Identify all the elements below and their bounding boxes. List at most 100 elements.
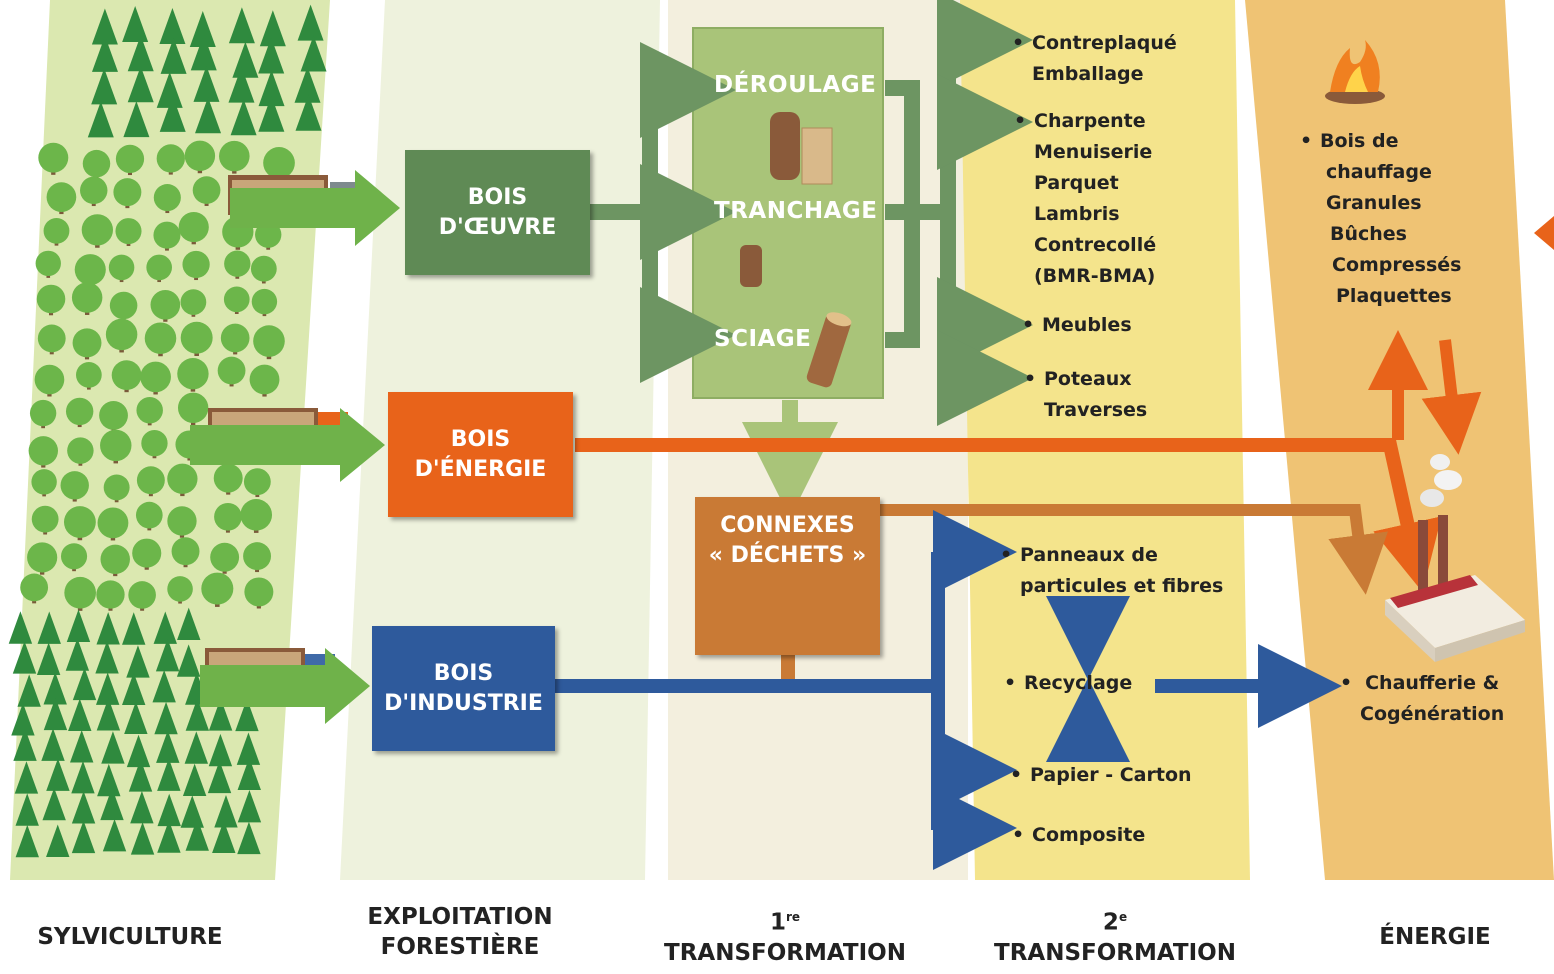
product-line: particules et fibres bbox=[1020, 575, 1224, 597]
energy-line: Compressés bbox=[1332, 254, 1462, 276]
stage-label-exploitation: EXPLOITATION FORESTIÈRE bbox=[340, 902, 580, 962]
deciduous-tree-icon bbox=[46, 182, 77, 212]
conifer-tree-icon bbox=[42, 787, 66, 821]
deciduous-tree-icon bbox=[35, 250, 61, 277]
conifer-tree-icon bbox=[123, 101, 150, 138]
box-bois-industrie: BOIS D'INDUSTRIE bbox=[372, 626, 555, 751]
conifer-tree-icon bbox=[157, 820, 181, 853]
deciduous-tree-icon bbox=[219, 140, 250, 172]
conifer-tree-icon bbox=[180, 795, 204, 828]
deciduous-tree-icon bbox=[105, 318, 138, 351]
deciduous-tree-icon bbox=[67, 437, 94, 464]
log-icon-sciage bbox=[806, 312, 852, 388]
deciduous-tree-icon bbox=[184, 140, 216, 172]
deciduous-tree-icon bbox=[141, 430, 168, 457]
stage-label-line: 2e bbox=[985, 902, 1245, 938]
box-bois-energie-line1: BOIS bbox=[450, 426, 511, 452]
bullet: • bbox=[1300, 130, 1313, 152]
conifer-tree-icon bbox=[71, 820, 96, 854]
arrow-forest-to-energie bbox=[190, 408, 385, 482]
deciduous-tree-icon bbox=[243, 468, 271, 496]
deciduous-tree-icon bbox=[167, 576, 193, 602]
stage-number: 1 bbox=[769, 909, 786, 936]
conifer-tree-icon bbox=[101, 731, 125, 764]
box-connexes-line1: CONNEXES bbox=[720, 513, 855, 538]
deciduous-tree-icon bbox=[214, 502, 242, 531]
conifer-tree-icon bbox=[96, 612, 120, 645]
energy-line: chauffage bbox=[1326, 161, 1432, 183]
conifer-tree-icon bbox=[232, 41, 259, 78]
deciduous-tree-icon bbox=[113, 178, 142, 207]
conifer-tree-icon bbox=[46, 758, 70, 791]
conifer-tree-icon bbox=[184, 731, 209, 764]
box-connexes-line2: « DÉCHETS » bbox=[708, 543, 867, 568]
conifer-tree-icon bbox=[258, 95, 285, 132]
bullet: • bbox=[1024, 368, 1037, 390]
deciduous-tree-icon bbox=[28, 436, 58, 466]
deciduous-tree-icon bbox=[99, 401, 128, 430]
deciduous-tree-icon bbox=[72, 328, 102, 358]
conifer-tree-icon bbox=[11, 703, 35, 736]
conifer-tree-icon bbox=[130, 822, 155, 855]
conifer-tree-icon bbox=[128, 759, 153, 792]
energy-chauffage: • Bois de chauffage Granules Bûches Comp… bbox=[1300, 126, 1462, 312]
deciduous-tree-icon bbox=[109, 291, 138, 320]
deciduous-tree-icon bbox=[31, 469, 57, 495]
bullet: • bbox=[1010, 764, 1023, 786]
conifer-tree-icon bbox=[15, 824, 39, 858]
stage-label-line: EXPLOITATION bbox=[367, 904, 553, 930]
conifer-tree-icon bbox=[97, 763, 121, 797]
conifer-tree-icon bbox=[185, 698, 210, 731]
conifer-tree-icon bbox=[297, 4, 324, 41]
deciduous-tree-icon bbox=[43, 217, 70, 244]
conifer-tree-icon bbox=[159, 8, 186, 45]
conifer-tree-icon bbox=[212, 820, 236, 854]
conifer-tree-icon bbox=[182, 763, 207, 797]
conifer-tree-icon bbox=[17, 674, 41, 707]
deciduous-tree-icon bbox=[243, 542, 271, 571]
process-sciage: SCIAGE bbox=[714, 326, 812, 352]
bullet: • bbox=[1000, 544, 1013, 566]
conifer-tree-icon bbox=[8, 611, 33, 644]
deciduous-tree-icon bbox=[201, 572, 234, 605]
deciduous-tree-icon bbox=[180, 289, 207, 315]
box-bois-energie: BOIS D'ÉNERGIE bbox=[388, 392, 573, 517]
deciduous-tree-icon bbox=[217, 356, 246, 385]
conifer-tree-icon bbox=[159, 95, 186, 132]
arrow-forest-to-industrie bbox=[200, 648, 370, 724]
stage-label-line: 1re bbox=[655, 902, 915, 938]
deciduous-tree-icon bbox=[111, 360, 142, 391]
conifer-tree-icon bbox=[95, 641, 119, 674]
deciduous-tree-icon bbox=[251, 288, 278, 315]
box-bois-energie-line2: D'ÉNERGIE bbox=[414, 456, 547, 482]
deciduous-tree-icon bbox=[115, 144, 145, 174]
conifer-tree-icon bbox=[130, 791, 154, 824]
conifer-tree-icon bbox=[152, 669, 176, 703]
stage-number: 2 bbox=[1102, 909, 1119, 936]
conifer-tree-icon bbox=[300, 35, 327, 72]
conifer-tree-icon bbox=[66, 609, 91, 642]
product-line: Recyclage bbox=[1024, 672, 1133, 694]
conifer-tree-icon bbox=[100, 787, 124, 821]
product-composite: • Composite bbox=[1012, 820, 1145, 851]
product-line: Poteaux bbox=[1044, 368, 1132, 390]
deciduous-tree-icon bbox=[146, 254, 172, 281]
conifer-tree-icon bbox=[122, 672, 146, 706]
product-recyclage: • Recyclage bbox=[1004, 668, 1133, 699]
conifer-tree-icon bbox=[91, 35, 118, 72]
product-line: Panneaux de bbox=[1020, 544, 1158, 566]
conifer-tree-icon bbox=[237, 757, 261, 791]
deciduous-tree-icon bbox=[37, 324, 66, 353]
deciduous-tree-icon bbox=[213, 463, 243, 493]
conifer-tree-icon bbox=[153, 611, 177, 644]
deciduous-tree-icon bbox=[97, 507, 129, 539]
energy-line: Bois de bbox=[1320, 130, 1399, 152]
conifer-tree-icon bbox=[189, 11, 216, 48]
deciduous-tree-icon bbox=[100, 544, 130, 575]
product-line: Lambris bbox=[1034, 203, 1120, 225]
energy-line: Chaufferie & bbox=[1365, 672, 1500, 694]
product-line: (BMR-BMA) bbox=[1034, 265, 1156, 287]
bullet: • bbox=[1012, 824, 1025, 846]
conifer-tree-icon bbox=[176, 644, 201, 677]
deciduous-tree-icon bbox=[115, 218, 142, 245]
